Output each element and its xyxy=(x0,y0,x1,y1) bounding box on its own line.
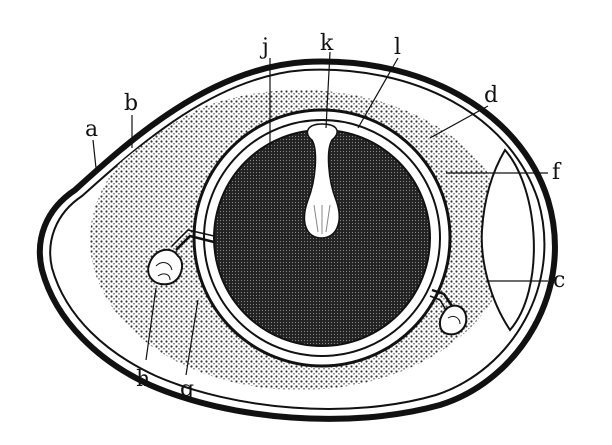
latebra xyxy=(303,123,340,239)
chalaza-left-texture xyxy=(155,262,173,281)
chalaza-left-knot xyxy=(147,248,184,286)
leader-g xyxy=(185,299,199,376)
leader-d xyxy=(429,105,489,139)
leader-h xyxy=(145,287,157,361)
label-d: d xyxy=(484,83,498,108)
leader-k xyxy=(325,51,331,129)
label-g: g xyxy=(180,377,194,402)
chalaza-left-cord xyxy=(175,234,215,251)
chalaza-right-knot xyxy=(438,304,468,336)
leader-l xyxy=(357,57,399,129)
label-l: l xyxy=(394,35,401,60)
chalaza-right-cord-inner xyxy=(429,295,447,311)
label-h: h xyxy=(136,367,150,392)
chalaza-left-cord-inner xyxy=(171,229,215,247)
leader-lines xyxy=(92,51,548,376)
leader-a xyxy=(92,139,97,169)
latebra-texture xyxy=(313,204,331,234)
air-cell xyxy=(480,148,535,332)
chalaza-right-cord xyxy=(431,288,454,307)
label-k: k xyxy=(320,31,334,56)
label-f: f xyxy=(552,160,562,185)
label-j: j xyxy=(259,35,269,60)
chalaza-right-texture xyxy=(447,315,461,325)
label-b: b xyxy=(124,91,138,116)
label-a: a xyxy=(85,117,98,142)
label-c: c xyxy=(553,268,565,293)
